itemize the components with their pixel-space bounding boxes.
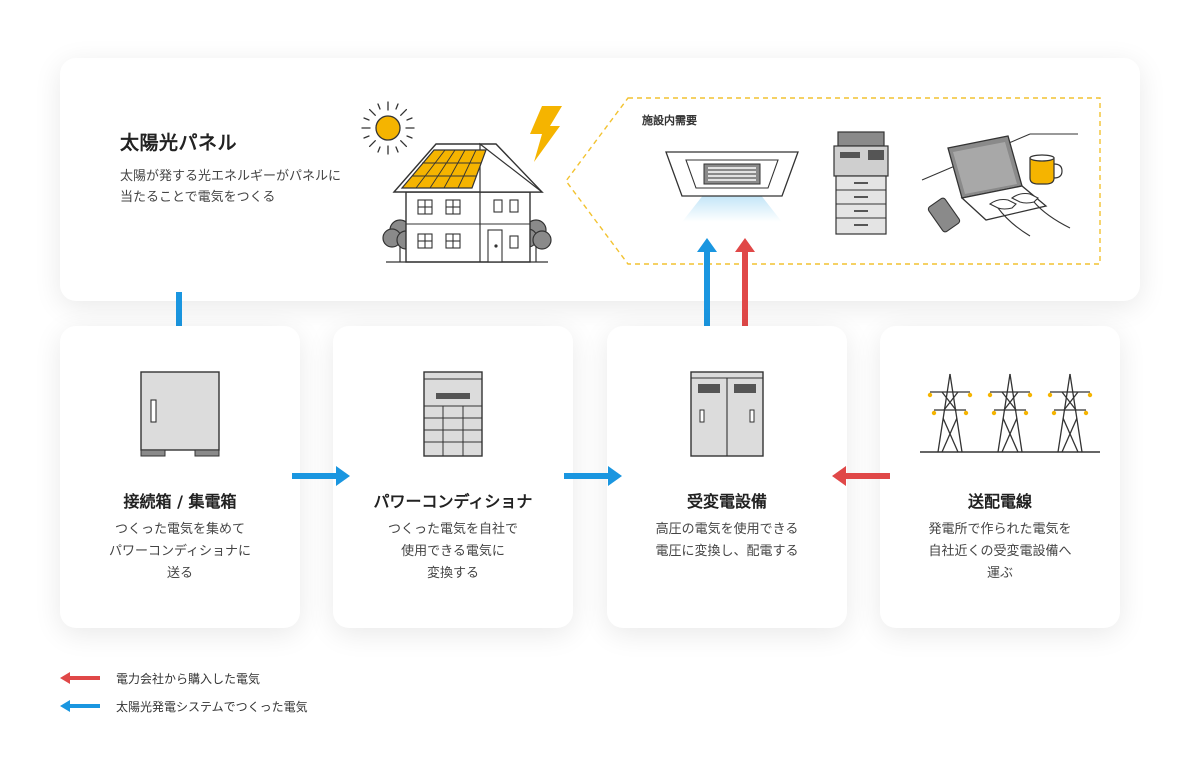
card-description: 発電所で作られた電気を 自社近くの受変電設備へ 運ぶ	[928, 522, 1072, 581]
red-arrow-icon	[60, 672, 100, 684]
lightning-icon	[530, 106, 562, 162]
card-title: 受変電設備	[686, 492, 767, 511]
card-substation: 受変電設備 高圧の電気を使用できる 電圧に変換し、配電する	[607, 326, 847, 628]
card-connection-box: 接続箱 / 集電箱 つくった電気を集めて パワーコンディショナに 送る	[60, 326, 300, 628]
card-title: パワーコンディショナ	[373, 492, 533, 511]
facility-demand-boundary	[565, 97, 1101, 265]
copier-icon	[833, 131, 889, 235]
card-title: 送配電線	[967, 492, 1032, 511]
flow-arrow-left-grid	[832, 466, 890, 486]
flow-arrow-up-solar	[697, 238, 717, 342]
sun-icon	[361, 101, 415, 155]
blue-arrow-icon	[60, 700, 100, 712]
card-description: つくった電気を集めて パワーコンディショナに 送る	[108, 522, 252, 581]
substation-icon	[690, 371, 764, 457]
house-solar-icon	[382, 142, 552, 263]
transmission-tower-icon	[920, 373, 1100, 453]
solar-panel-description: 太陽が発する光エネルギーがパネルに当たることで電気をつくる	[120, 169, 342, 205]
power-conditioner-icon	[423, 371, 483, 457]
facility-demand-label: 施設内需要	[642, 114, 697, 127]
card-description: 高圧の電気を使用できる 電圧に変換し、配電する	[655, 522, 799, 559]
card-transmission-lines: 送配電線 発電所で作られた電気を 自社近くの受変電設備へ 運ぶ	[880, 326, 1120, 628]
connection-box-icon	[140, 371, 220, 457]
flow-arrow-right-solar-2	[564, 466, 622, 486]
legend: 電力会社から購入した電気 太陽光発電システムでつくった電気	[60, 664, 308, 720]
legend-item-solar: 太陽光発電システムでつくった電気	[60, 692, 308, 720]
laptop-work-icon	[921, 133, 1078, 237]
air-conditioner-icon	[665, 151, 799, 222]
flow-arrow-up-grid	[735, 238, 755, 342]
flow-arrow-right-solar-1	[292, 466, 350, 486]
legend-label: 太陽光発電システムでつくった電気	[116, 699, 308, 714]
legend-label: 電力会社から購入した電気	[116, 671, 261, 686]
card-power-conditioner: パワーコンディショナ つくった電気を自社で 使用できる電気に 変換する	[333, 326, 573, 628]
legend-item-purchased: 電力会社から購入した電気	[60, 664, 308, 692]
card-title: 接続箱 / 集電箱	[123, 492, 237, 511]
card-description: つくった電気を自社で 使用できる電気に 変換する	[387, 522, 518, 581]
solar-panel-title: 太陽光パネル	[120, 132, 238, 154]
